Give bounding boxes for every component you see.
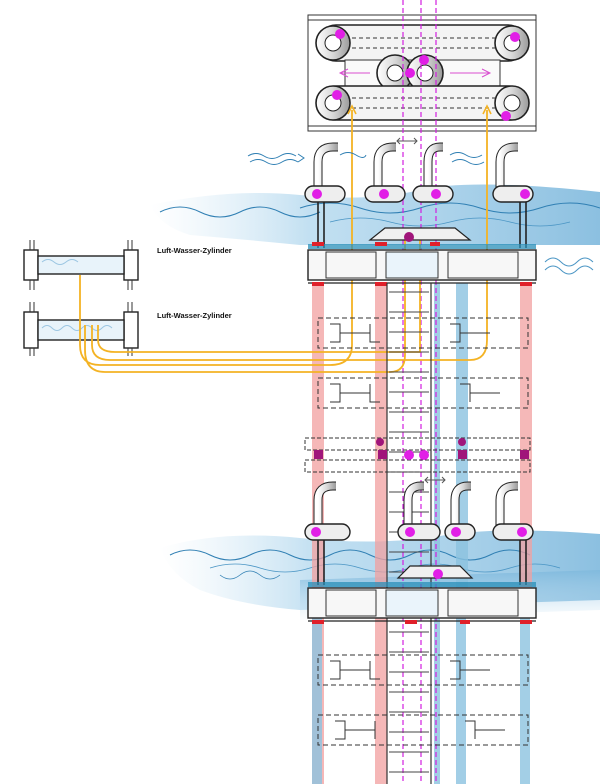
lower-platform-red-marks xyxy=(312,620,532,624)
upper-platform-red-marks xyxy=(312,242,532,286)
wind-arrows-top xyxy=(247,152,485,165)
lower-platform xyxy=(307,540,537,622)
mid-band xyxy=(304,437,531,473)
double-arrow-icon xyxy=(424,476,446,484)
double-arrow-icon xyxy=(396,137,418,145)
cylinder-label-top: Luft-Wasser-Zylinder xyxy=(157,246,232,255)
shaft-sections-lower xyxy=(317,654,529,746)
platform-node-top xyxy=(404,232,414,242)
drum-dots xyxy=(332,29,520,121)
mid-band-dots xyxy=(314,438,529,460)
collar-dots-bottom xyxy=(311,527,527,537)
pipe-collars-bottom xyxy=(304,523,534,541)
cylinder-top xyxy=(23,240,139,290)
pipe-arrowheads xyxy=(347,104,492,115)
platform-node-bottom xyxy=(433,569,443,579)
cylinder-label-bottom: Luft-Wasser-Zylinder xyxy=(157,311,232,320)
pipe-collars-top xyxy=(304,185,534,203)
collar-dots-top xyxy=(312,189,530,199)
intake-pipes-bottom xyxy=(313,481,518,530)
shaft-sections-upper xyxy=(317,317,529,409)
upper-platform xyxy=(307,202,537,284)
intake-pipes-top xyxy=(313,142,518,200)
cylinder-bottom xyxy=(23,302,139,356)
